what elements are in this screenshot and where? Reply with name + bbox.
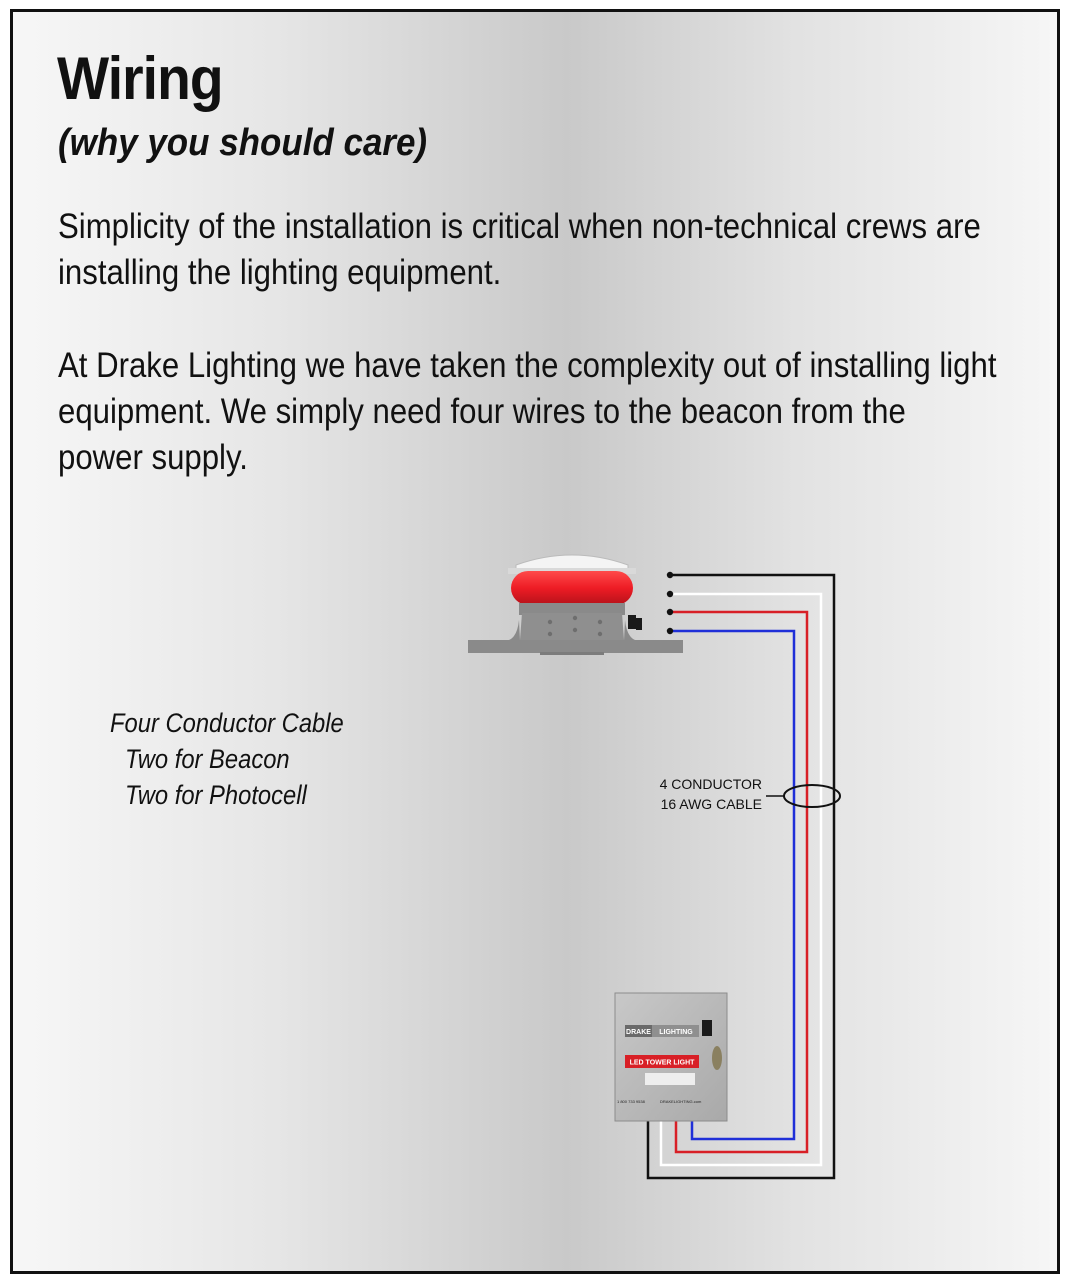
box-website: DRAKELIGHTING.com <box>660 1099 702 1104</box>
terminal-dot <box>666 627 674 635</box>
box-phone: 1 800 733 9538 <box>617 1099 646 1104</box>
box-product-label: LED TOWER LIGHT <box>630 1060 696 1067</box>
cable-note-photocell: Two for Photocell <box>125 780 307 810</box>
paragraph-line: installing the lighting equipment. <box>58 253 502 292</box>
cable-bundle-ellipse <box>783 784 841 808</box>
terminal-dot <box>666 571 674 579</box>
slide-title: Wiring <box>57 45 224 112</box>
box-latch-icon <box>712 1046 722 1070</box>
wire-white <box>659 592 823 1167</box>
cable-note-heading: Four Conductor Cable <box>110 708 344 738</box>
paragraph-line: equipment. We simply need four wires to … <box>58 392 906 431</box>
power-supply-box: DRAKE LIGHTING LED TOWER LIGHT 1 800 733… <box>614 992 728 1122</box>
paragraph-line: Simplicity of the installation is critic… <box>58 207 981 246</box>
beacon-light-icon <box>468 554 683 655</box>
wire-black <box>646 573 836 1180</box>
paragraph-line: power supply. <box>58 438 248 477</box>
paragraph-line: At Drake Lighting we have taken the comp… <box>58 346 997 385</box>
paragraph-simplicity: Simplicity of the installation is critic… <box>58 204 1001 296</box>
wire-blue <box>670 629 796 1141</box>
terminal-dot <box>666 590 674 598</box>
terminal-dot <box>666 608 674 616</box>
cable-note-beacon: Two for Beacon <box>125 744 290 774</box>
slide-subtitle: (why you should care) <box>58 122 428 164</box>
power-switch-icon <box>702 1020 712 1036</box>
paragraph-drake: At Drake Lighting we have taken the comp… <box>58 343 1001 481</box>
cable-label-conductor: 4 CONDUCTOR <box>659 776 762 792</box>
box-brand-right: LIGHTING <box>659 1029 693 1036</box>
cable-label-awg: 16 AWG CABLE <box>660 796 762 812</box>
wire-red <box>670 610 809 1154</box>
box-brand-left: DRAKE <box>626 1029 651 1036</box>
